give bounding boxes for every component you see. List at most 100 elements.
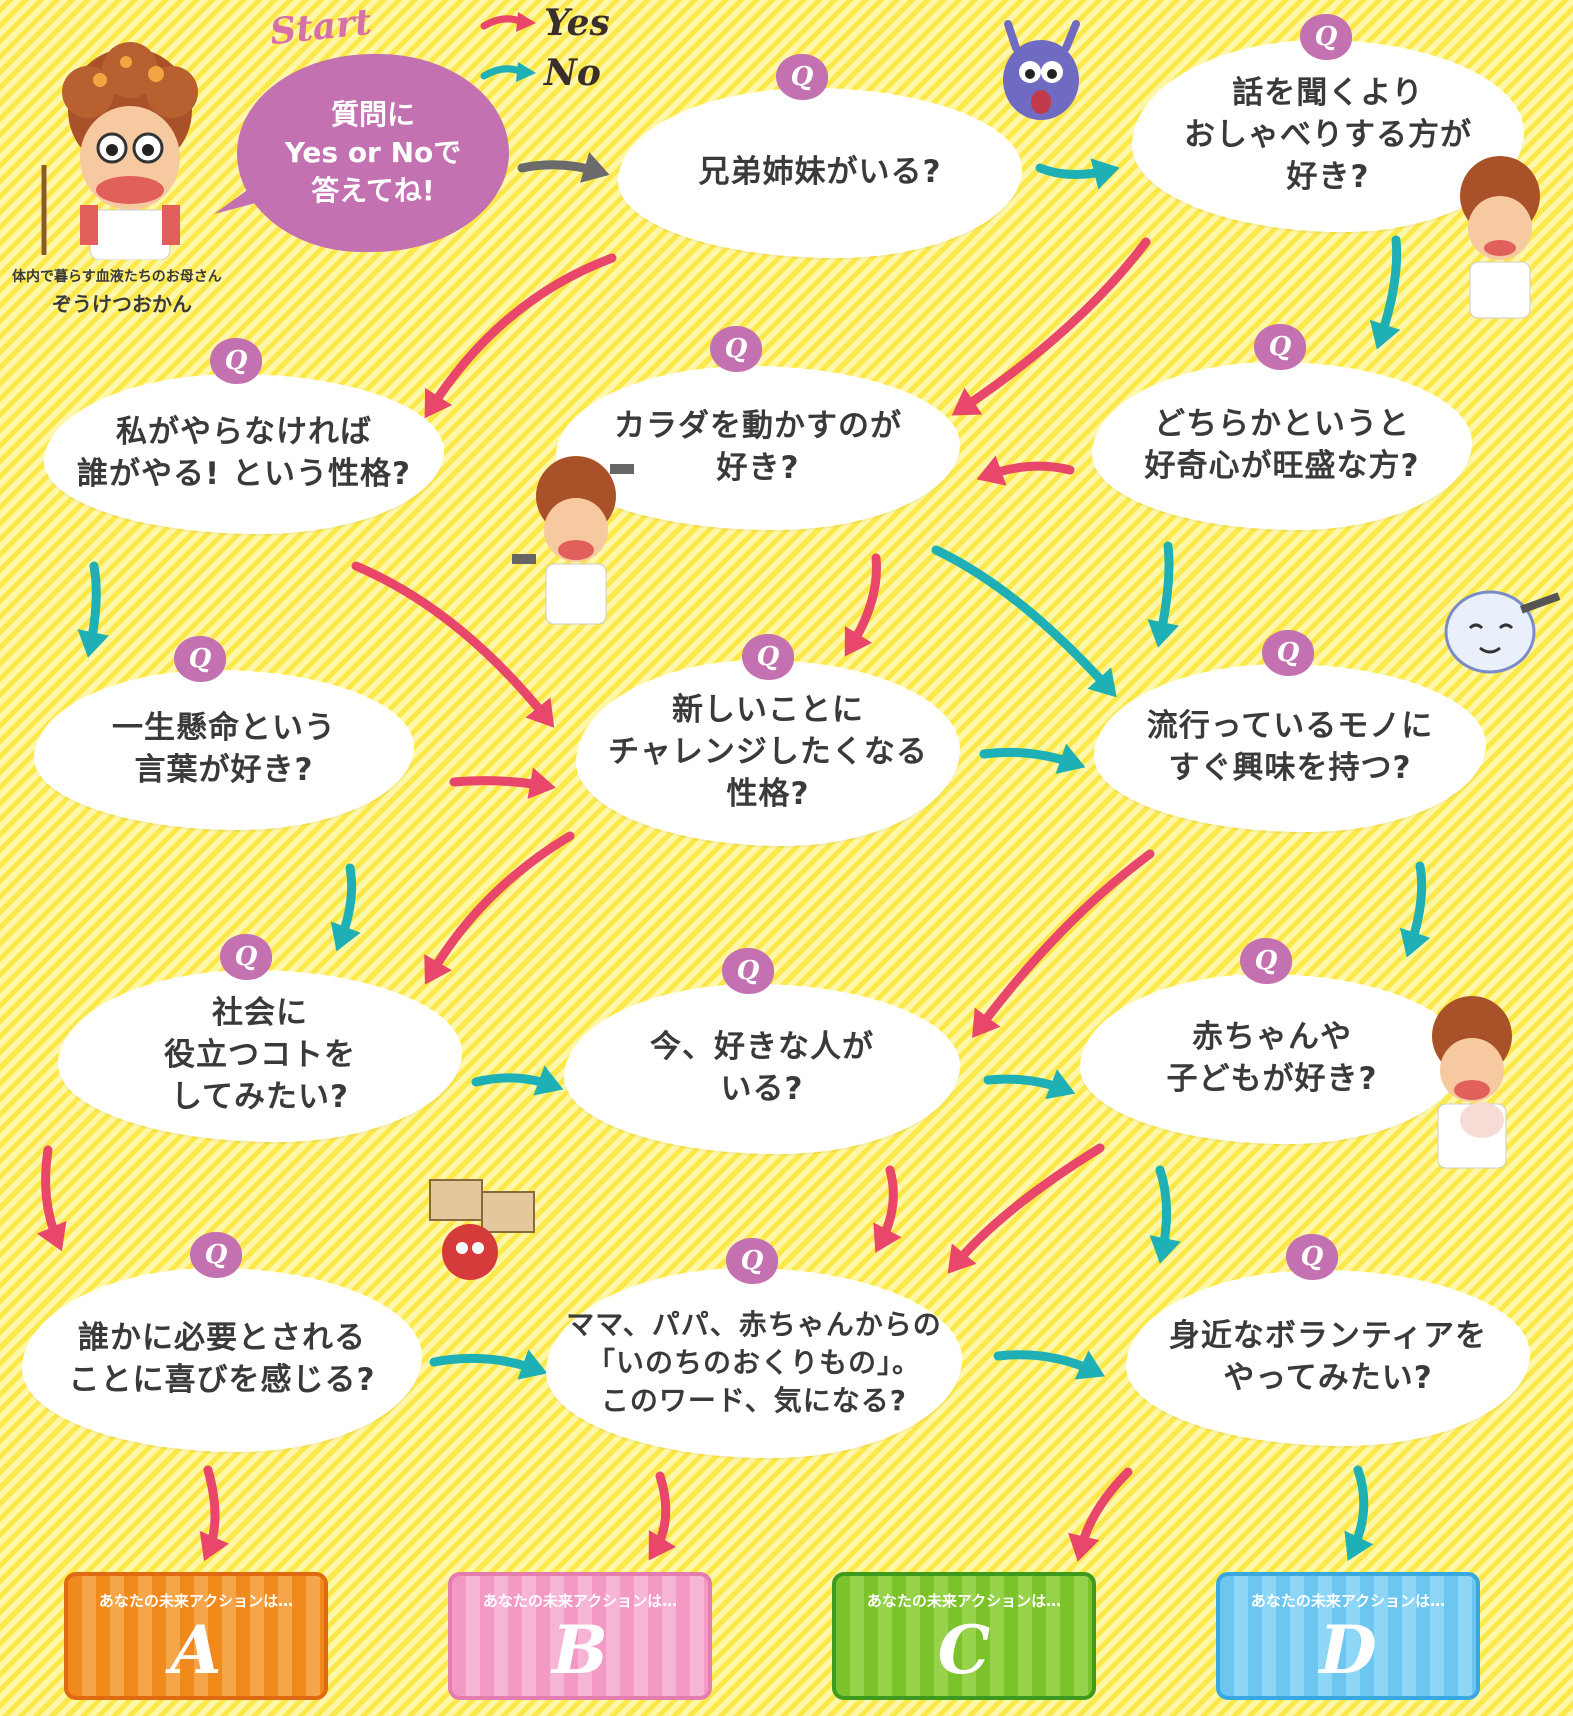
question-text: ママ、パパ、赤ちゃんからの 「いのちのおくりもの」。 このワード、気になる? <box>566 1308 942 1417</box>
question-bubble-society: 社会に 役立つコトを してみたい? <box>58 970 462 1142</box>
question-text: 誰かに必要とされる ことに喜びを感じる? <box>68 1320 376 1398</box>
legend-yes-label: Yes <box>544 2 610 44</box>
q3-yes-arrow <box>351 561 555 728</box>
start-instruction: 質問に Yes or Noで 答えてね! <box>284 98 462 207</box>
question-bubble-needed: 誰かに必要とされる ことに喜びを感じる? <box>22 1268 422 1452</box>
q-badge-icon: Q <box>710 326 762 372</box>
q6-no-arrow <box>330 863 361 952</box>
question-text: 赤ちゃんや 子どもが好き? <box>1166 1019 1378 1097</box>
mother-baby-illustration <box>1432 996 1512 1169</box>
question-bubble-responsibility: 私がやらなければ 誰がやる! という性格? <box>44 374 444 534</box>
result-letter: D <box>1319 1611 1377 1689</box>
legend-no: No <box>480 52 601 94</box>
white-cell-character-illustration <box>1444 590 1561 674</box>
q2-no-arrow <box>1369 235 1402 350</box>
q13-yes-arrow <box>648 1471 677 1561</box>
result-card-c[interactable]: あなたの未来アクションは… C <box>832 1572 1096 1700</box>
q4-no-arrow <box>931 545 1117 698</box>
q10-yes-arrow <box>873 1165 902 1253</box>
q-badge-icon: Q <box>190 1232 242 1278</box>
q2-yes-arrow <box>951 237 1151 416</box>
q5-yes-arrow <box>976 455 1075 486</box>
question-text: 新しいことに チャレンジしたくなる 性格? <box>608 692 928 812</box>
question-text: カラダを動かすのが 好き? <box>614 408 902 486</box>
red-cell-carrying-oxygen-illustration <box>429 1179 535 1280</box>
question-bubble-volunteer: 身近なボランティアを やってみたい? <box>1126 1270 1530 1446</box>
question-text: 話を聞くより おしゃべりする方が 好き? <box>1184 75 1472 195</box>
mother-winking-illustration <box>1460 156 1540 319</box>
q10-no-arrow <box>983 1069 1076 1100</box>
result-letter: B <box>552 1611 608 1689</box>
question-bubble-siblings: 兄弟姉妹がいる? <box>618 88 1022 258</box>
character-name: ぞうけつおかん <box>52 292 192 316</box>
q-badge-icon: Q <box>1286 1234 1338 1280</box>
legend-no-label: No <box>544 52 601 94</box>
q9-no-arrow <box>471 1065 564 1096</box>
q-badge-icon: Q <box>1240 938 1292 984</box>
q14-yes-arrow <box>1068 1467 1133 1562</box>
result-letter: C <box>937 1611 991 1689</box>
question-text: 一生懸命という 言葉が好き? <box>112 710 336 788</box>
q4-yes-arrow <box>844 553 881 657</box>
q12-yes-arrow <box>199 1465 230 1562</box>
q7-yes-arrow <box>424 831 575 985</box>
result-card-a[interactable]: あなたの未来アクションは… A <box>64 1572 328 1700</box>
mother-character-illustration <box>41 42 198 260</box>
question-text: 兄弟姉妹がいる? <box>698 154 942 191</box>
start-to-q1-arrow <box>517 152 610 183</box>
result-letter: A <box>170 1611 222 1689</box>
q12-no-arrow <box>429 1349 548 1380</box>
yes-arrow-icon <box>480 12 536 32</box>
result-label: あなたの未来アクションは… <box>866 1592 1062 1610</box>
result-label: あなたの未来アクションは… <box>1250 1592 1446 1610</box>
q-badge-icon: Q <box>1262 630 1314 676</box>
q11-yes-arrow <box>947 1143 1105 1274</box>
result-label: あなたの未来アクションは… <box>98 1592 294 1610</box>
question-text: 流行っているモノに すぐ興味を持つ? <box>1146 708 1434 786</box>
q-badge-icon: Q <box>220 934 272 980</box>
question-bubble-crush: 今、好きな人が いる? <box>564 984 960 1154</box>
question-bubble-talkative: 話を聞くより おしゃべりする方が 好き? <box>1132 40 1524 232</box>
q-badge-icon: Q <box>174 636 226 682</box>
question-bubble-gift-of-life: ママ、パパ、赤ちゃんからの 「いのちのおくりもの」。 このワード、気になる? <box>546 1268 962 1458</box>
result-card-b[interactable]: あなたの未来アクションは… B <box>448 1572 712 1700</box>
result-card-d[interactable]: あなたの未来アクションは… D <box>1216 1572 1480 1700</box>
question-bubble-children: 赤ちゃんや 子どもが好き? <box>1080 974 1464 1144</box>
q14-no-arrow <box>1344 1465 1374 1562</box>
no-arrow-icon <box>480 62 536 82</box>
q7-no-arrow <box>979 743 1086 774</box>
q-badge-icon: Q <box>776 54 828 100</box>
question-text: 身近なボランティアを やってみたい? <box>1168 1318 1488 1396</box>
question-text: どちらかというと 好奇心が旺盛な方? <box>1144 406 1420 484</box>
question-bubble-hard-work: 一生懸命という 言葉が好き? <box>34 670 414 830</box>
q1-no-arrow <box>1035 158 1120 190</box>
question-bubble-trends: 流行っているモノに すぐ興味を持つ? <box>1094 664 1486 832</box>
q6-yes-arrow <box>449 767 556 800</box>
purple-germ-character-illustration <box>1003 20 1080 120</box>
character-caption: 体内で暮らす血液たちのお母さん <box>12 269 222 285</box>
question-text: 社会に 役立つコトを してみたい? <box>164 995 356 1115</box>
q3-no-arrow <box>77 561 109 658</box>
q8-no-arrow <box>1399 861 1431 958</box>
q-badge-icon: Q <box>1254 324 1306 370</box>
legend-yes: Yes <box>480 2 610 44</box>
q11-no-arrow <box>1149 1165 1181 1264</box>
question-text: 私がやらなければ 誰がやる! という性格? <box>77 414 411 492</box>
q5-no-arrow <box>1147 541 1179 648</box>
question-bubble-exercise: カラダを動かすのが 好き? <box>556 366 960 530</box>
q-badge-icon: Q <box>726 1238 778 1284</box>
q1-yes-arrow <box>424 253 617 419</box>
q-badge-icon: Q <box>1300 14 1352 60</box>
question-bubble-curiosity: どちらかというと 好奇心が旺盛な方? <box>1092 362 1472 530</box>
q-badge-icon: Q <box>742 634 794 680</box>
q-badge-icon: Q <box>210 338 262 384</box>
result-label: あなたの未来アクションは… <box>482 1592 678 1610</box>
question-bubble-challenge: 新しいことに チャレンジしたくなる 性格? <box>576 660 960 846</box>
mother-dumbbell-illustration <box>512 456 634 625</box>
q13-no-arrow <box>993 1350 1106 1380</box>
question-text: 今、好きな人が いる? <box>650 1029 874 1107</box>
start-bubble: 質問に Yes or Noで 答えてね! <box>237 54 509 252</box>
q9-yes-arrow <box>36 1145 67 1252</box>
q8-yes-arrow <box>972 849 1155 1039</box>
